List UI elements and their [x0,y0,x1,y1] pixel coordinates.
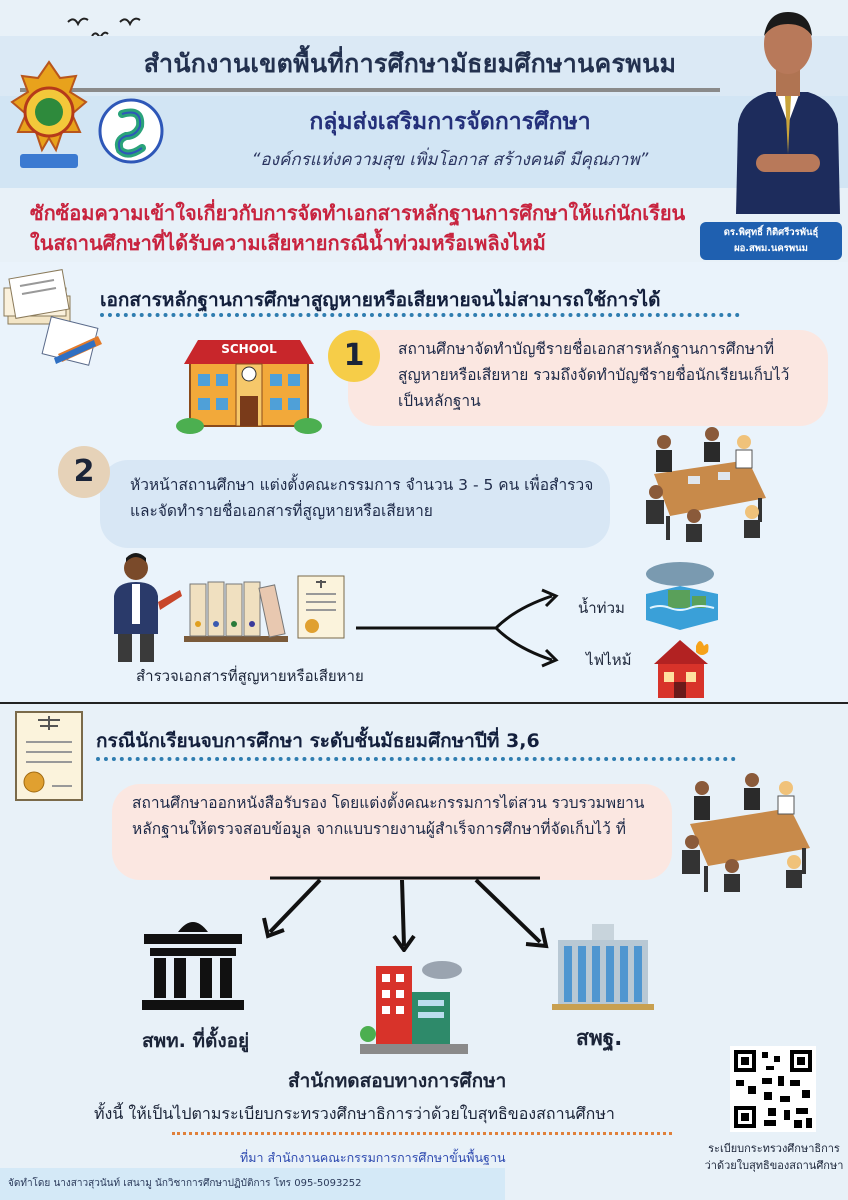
house-fire-icon [654,640,709,698]
section2-dotted-line [96,757,736,761]
step2-number: 2 [58,446,110,498]
footer-note: ทั้งนี้ ให้เป็นไปตามระเบียบกระทรวงศึกษาธ… [94,1104,615,1123]
school-building-icon [176,340,322,434]
step1-text: สถานศึกษาจัดทำบัญชีรายชื่อเอกสารหลักฐานก… [398,340,790,410]
ministry-emblem-logo [10,60,88,168]
credit-bar: จัดทำโดย นางสาวสุวนันท์ เสนามู นักวิชากา… [0,1168,505,1200]
dest1-label: สพท. ที่ตั้งอยู่ [142,1030,250,1052]
certificate-document-icon [15,711,83,801]
qr-caption-line2: ว่าด้วยใบสุทธิของสถานศึกษา [704,1159,844,1172]
group-title: กลุ่มส่งเสริมการจัดการศึกษา [309,109,591,135]
step1-bubble: สถานศึกษาจัดทำบัญชีรายชื่อเอกสารหลักฐานก… [348,330,828,426]
branch-arrow-icon [356,588,559,668]
dest2-label: สำนักทดสอบทางการศึกษา [288,1070,507,1092]
meeting-table-icon [646,427,766,542]
director-title: ผอ.สพม.นครพนม [734,243,808,254]
headline-line-1: ซักซ้อมความเข้าใจเกี่ยวกับการจัดทำเอกสาร… [30,201,686,225]
section2-text: สถานศึกษาออกหนังสือรับรอง โดยแต่งตั้งคณะ… [132,794,645,838]
headline: ซักซ้อมความเข้าใจเกี่ยวกับการจัดทำเอกสาร… [30,198,710,258]
section2-title: กรณีนักเรียนจบการศึกษา ระดับชั้นมัธยมศึก… [96,730,540,752]
three-way-arrow-icon [262,876,549,952]
office-building-icon [360,961,468,1054]
document-stack-icon [3,269,102,366]
school-sign: SCHOOL [221,342,277,356]
meeting-table-icon-2 [682,773,810,892]
section1-dotted-line [100,313,740,317]
obec-logo [98,98,164,164]
step2-text: หัวหน้าสถานศึกษา แต่งตั้งคณะกรรมการ จำนว… [130,476,594,520]
dest3-label: สพฐ. [576,1026,623,1050]
office-title: สำนักงานเขตพื้นที่การศึกษามัธยมศึกษานครพ… [143,49,677,78]
step2-bubble: หัวหน้าสถานศึกษา แต่งตั้งคณะกรรมการ จำนว… [100,460,610,548]
footer-dotted-line [172,1132,672,1135]
survey-label: สำรวจเอกสารที่สูญหายหรือเสียหาย [136,667,364,685]
director-name: ดร.พิศุทธิ์ กิติศรีวรพันธุ์ [723,227,819,238]
headline-line-2: ในสถานศึกษาที่ได้รับความเสียหายกรณีน้ำท่… [30,231,546,255]
qr-caption-line1: ระเบียบกระทรวงศึกษาธิการ [708,1142,840,1155]
teacher-icon [114,553,182,662]
flood-icon [646,562,718,630]
qr-caption: ระเบียบกระทรวงศึกษาธิการ ว่าด้วยใบสุทธิข… [700,1140,848,1174]
director-portrait [736,12,840,214]
step1-number: 1 [328,330,380,382]
credit-text: จัดทำโดย นางสาวสุวนันท์ เสนามู นักวิชากา… [8,1178,362,1189]
certificate-icon [297,575,345,639]
section-divider [0,702,848,704]
section2-bubble: สถานศึกษาออกหนังสือรับรอง โดยแต่งตั้งคณะ… [112,784,672,880]
header-band [0,36,848,96]
source-note: ที่มา สำนักงานคณะกรรมการการศึกษาขั้นพื้น… [240,1150,506,1165]
government-building-icon [142,922,244,1010]
binders-icon [184,581,288,642]
fire-label: ไฟไหม้ [586,651,632,669]
motto: “องค์กรแห่งความสุข เพิ่มโอกาส สร้างคนดี … [251,150,649,170]
qr-code[interactable] [730,1046,816,1132]
section1-title: เอกสารหลักฐานการศึกษาสูญหายหรือเสียหายจน… [100,289,661,311]
obec-building-icon [552,924,654,1010]
director-name-badge: ดร.พิศุทธิ์ กิติศรีวรพันธุ์ ผอ.สพม.นครพน… [700,222,842,260]
flood-label: น้ำท่วม [578,599,625,617]
title-underline [20,88,720,92]
